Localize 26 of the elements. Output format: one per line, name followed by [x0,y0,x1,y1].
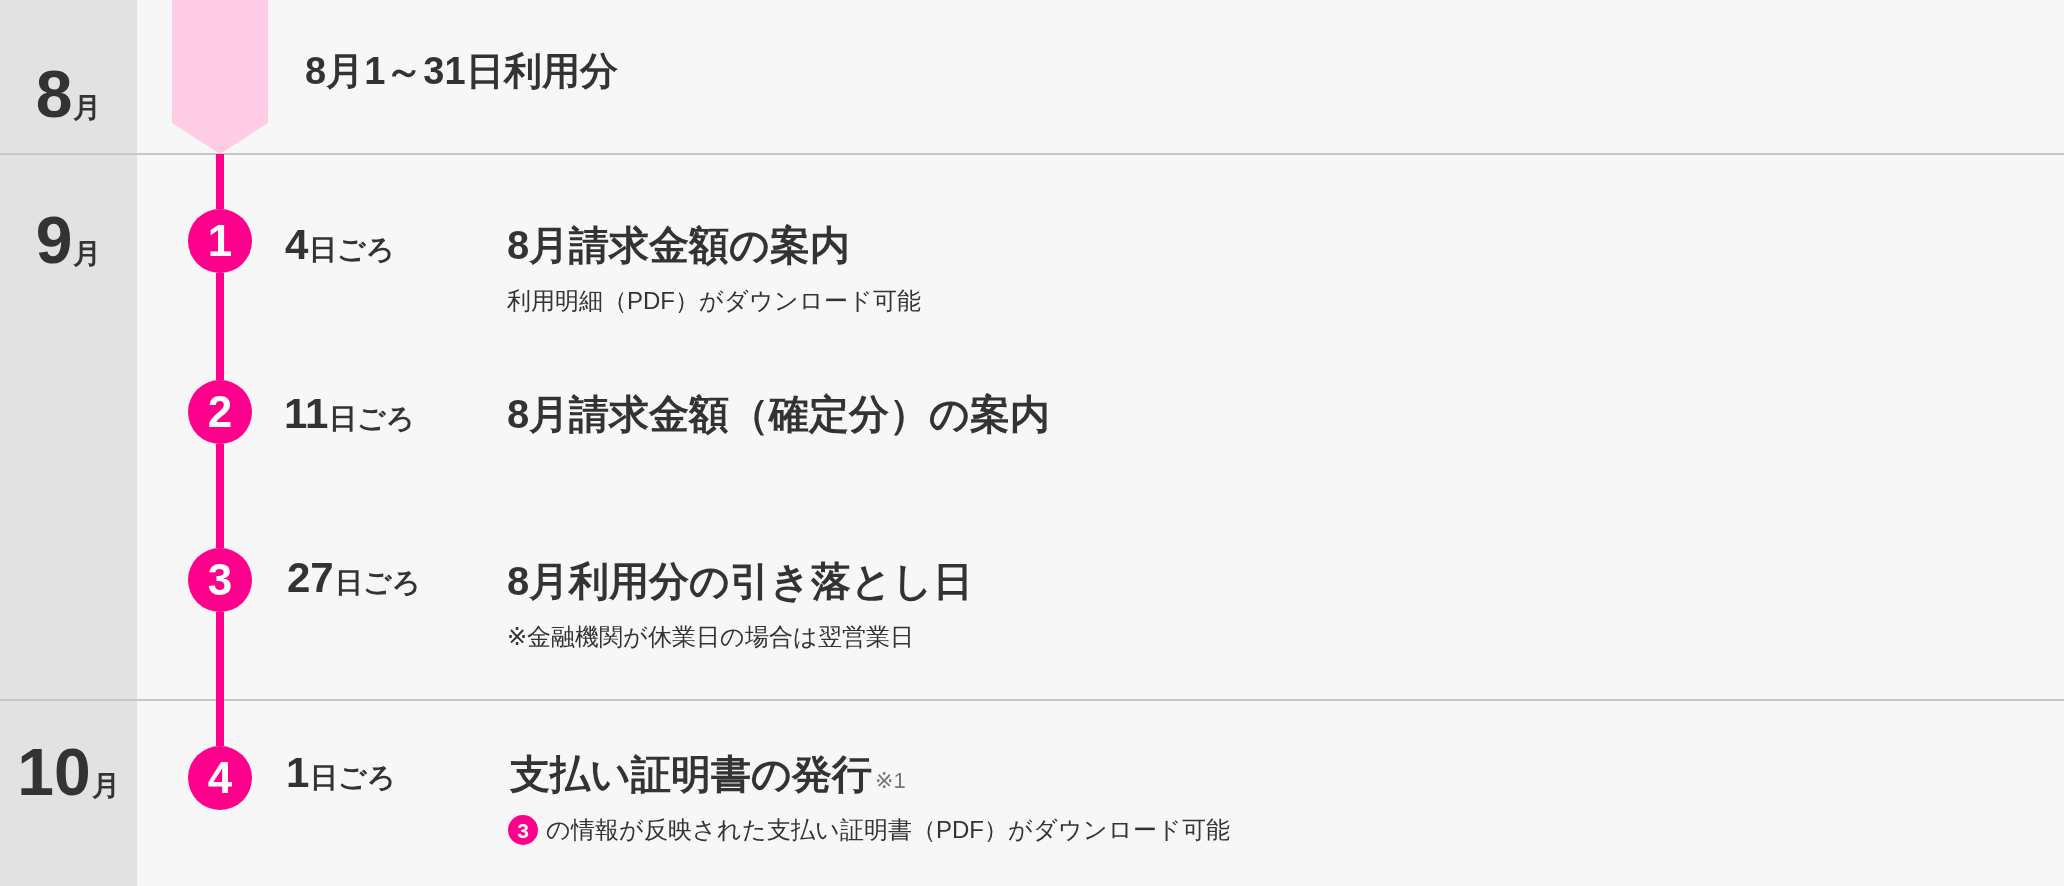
timeline-line [216,154,224,209]
timeline-line [216,273,224,380]
number-circle: 1 [188,209,252,273]
step-heading: 8月利用分の引き落とし日 [507,561,974,601]
month-cell: 9月 [0,154,137,700]
footnote-mark: ※1 [875,770,906,792]
number-circle: 2 [188,380,252,444]
number-badge: 3 [508,815,538,845]
date-text: 27日ごろ [287,557,421,599]
step-note: ※金融機関が休業日の場合は翌営業日 [507,625,915,649]
period-heading: 8月1～31日利用分 [305,52,618,90]
pentagon-marker [172,0,268,154]
date-text: 11日ごろ [284,393,416,435]
date-text: 4日ごろ [285,224,396,266]
month-cell: 8月 [0,0,137,154]
step-heading: 8月請求金額の案内 [507,225,851,265]
step-note: 利用明細（PDF）がダウンロード可能 [507,289,921,313]
step-heading: 支払い証明書の発行 [510,754,872,794]
timeline-line [216,612,224,746]
number-circle: 4 [188,746,252,810]
month-cell: 10月 [0,700,137,886]
number-circle: 3 [188,548,252,612]
date-text: 1日ごろ [286,752,397,794]
step-heading: 8月請求金額（確定分）の案内 [507,394,1051,434]
timeline-line [216,444,224,548]
step-note: の情報が反映された支払い証明書（PDF）がダウンロード可能 [546,818,1230,842]
